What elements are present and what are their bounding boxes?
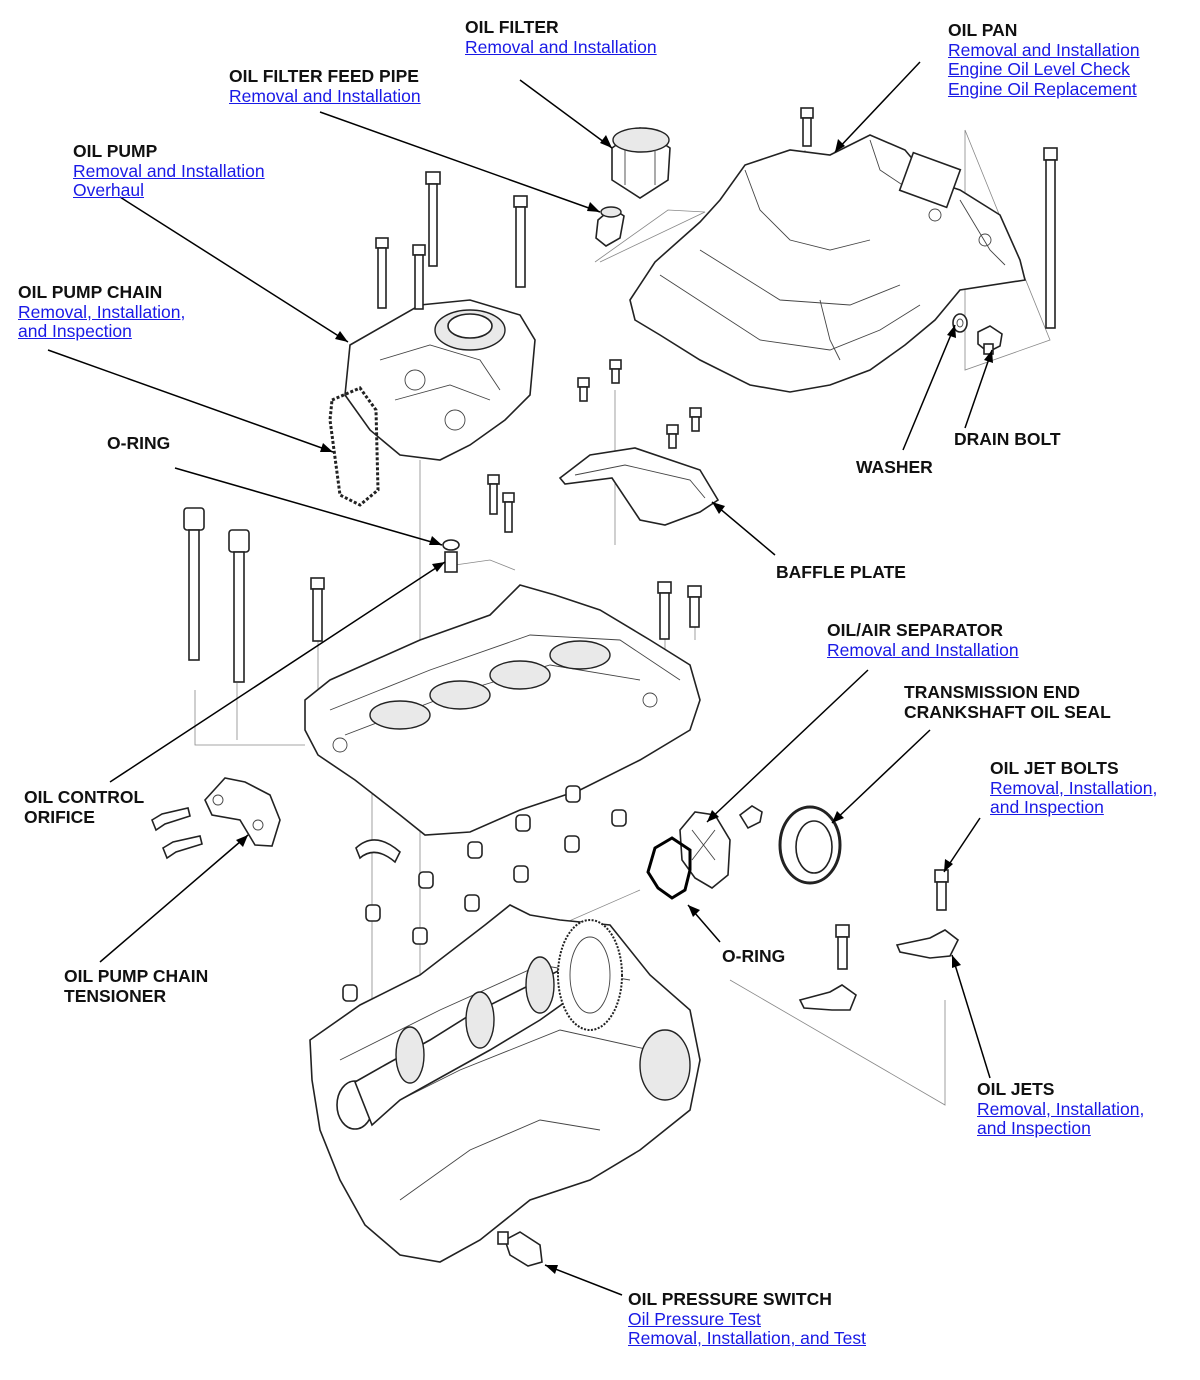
link-oil-pump-overhaul[interactable]: Overhaul [73,180,145,200]
link-oil-pump-chain-inspection[interactable]: and Inspection [18,321,132,341]
oil-air-separator-part [679,811,731,889]
oil-filter-feed-pipe-part [595,206,625,247]
leader-arrowheads [236,135,993,1274]
o-ring-upper-part [442,539,460,551]
label-title: BAFFLE PLATE [776,562,906,582]
label-title: OIL PUMP CHAIN [18,282,163,302]
label-oil-jet-bolts: OIL JET BOLTS Removal, Installation, and… [990,758,1158,818]
label-oil-air-separator: OIL/AIR SEPARATOR Removal and Installati… [827,620,1019,660]
label-oil-pan: OIL PAN Removal and Installation Engine … [948,20,1140,99]
label-title: O-RING [107,433,171,453]
label-oil-pressure-switch: OIL PRESSURE SWITCH Oil Pressure Test Re… [628,1289,867,1349]
label-title: O-RING [722,946,786,966]
label-title: OIL JET BOLTS [990,758,1119,778]
lower-block-part [304,584,701,836]
label-transmission-end-crankshaft-oil-seal: TRANSMISSION END CRANKSHAFT OIL SEAL [904,682,1111,722]
label-title: OIL/AIR SEPARATOR [827,620,1003,640]
label-o-ring-lower: O-RING [722,946,786,967]
drain-bolt-part [977,325,1003,355]
label-title: OIL FILTER FEED PIPE [229,66,419,86]
link-oil-jets-inspection[interactable]: and Inspection [977,1118,1091,1138]
label-oil-pump: OIL PUMP Removal and Installation Overha… [73,141,265,201]
crankshaft-bearing-shells [342,785,627,1002]
label-title-line-1: OIL CONTROL [24,787,145,807]
oil-pan-long-bolt [1043,147,1058,329]
label-oil-pump-chain-tensioner: OIL PUMP CHAIN TENSIONER [64,966,209,1006]
label-title: OIL JETS [977,1079,1055,1099]
lower-block-bolts [657,581,702,640]
label-oil-control-orifice: OIL CONTROL ORIFICE [24,787,145,827]
link-oil-jet-bolts-inspection[interactable]: and Inspection [990,797,1104,817]
label-oil-filter-feed-pipe: OIL FILTER FEED PIPE Removal and Install… [229,66,421,106]
label-title: OIL FILTER [465,17,559,37]
oil-pan-part [629,134,1026,393]
flywheel-ring-gear [557,919,623,1031]
link-oil-pressure-test[interactable]: Oil Pressure Test [628,1308,761,1329]
label-title: WASHER [856,457,933,477]
baffle-plate-part [558,447,720,526]
label-oil-filter: OIL FILTER Removal and Installation [465,17,657,57]
link-oil-pump-chain-removal[interactable]: Removal, Installation, [18,301,186,322]
label-title: OIL PUMP [73,141,158,161]
label-title-line-1: TRANSMISSION END [904,682,1080,702]
link-oil-pump-removal[interactable]: Removal and Installation [73,160,265,181]
label-title-line-1: OIL PUMP CHAIN [64,966,209,986]
oil-pump-part [344,299,536,461]
oil-pump-chain-tensioner-part [204,777,281,847]
link-feed-pipe-removal[interactable]: Removal and Installation [229,85,421,106]
label-title: OIL PRESSURE SWITCH [628,1289,832,1309]
link-oil-air-separator-removal[interactable]: Removal and Installation [827,639,1019,660]
baffle-plate-bolts [487,359,702,533]
label-oil-pump-chain: OIL PUMP CHAIN Removal, Installation, an… [18,282,186,342]
link-oil-jets-removal[interactable]: Removal, Installation, [977,1098,1145,1119]
oil-air-separator-bolt [738,805,763,830]
oil-pan-bolt [800,107,814,147]
label-title-line-2: TENSIONER [64,985,167,1006]
oil-pump-bolts [375,171,528,310]
transmission-end-oil-seal-part [778,805,842,885]
label-title: OIL PAN [948,20,1018,40]
link-engine-oil-level-check[interactable]: Engine Oil Level Check [948,59,1130,79]
crankshaft-part [336,956,577,1130]
label-title-line-2: ORIFICE [24,806,95,827]
leader-lines [47,61,993,1296]
label-baffle-plate: BAFFLE PLATE [776,562,906,583]
oil-control-orifice-part [444,551,458,573]
washer-part [952,313,968,333]
label-title-line-2: CRANKSHAFT OIL SEAL [904,701,1111,722]
oil-pressure-switch-part [497,1231,543,1267]
bearing-cap-long-bolts [183,507,325,683]
oil-jet-parts [798,929,960,1011]
label-washer: WASHER [856,457,933,478]
label-drain-bolt: DRAIN BOLT [954,429,1061,450]
label-title: DRAIN BOLT [954,429,1061,449]
link-oil-jet-bolts-removal[interactable]: Removal, Installation, [990,777,1158,798]
tensioner-bolts [151,807,203,860]
link-oil-pan-removal[interactable]: Removal and Installation [948,39,1140,60]
o-ring-lower-part [646,836,692,900]
oil-filter-part [611,127,671,199]
oil-jet-bolt-parts [835,869,949,970]
label-o-ring-upper: O-RING [107,433,171,454]
link-oil-pressure-switch-removal[interactable]: Removal, Installation, and Test [628,1328,867,1348]
link-oil-filter-removal[interactable]: Removal and Installation [465,36,657,57]
oil-pump-chain-part [328,386,380,507]
label-oil-jets: OIL JETS Removal, Installation, and Insp… [977,1079,1145,1139]
link-engine-oil-replacement[interactable]: Engine Oil Replacement [948,78,1137,99]
